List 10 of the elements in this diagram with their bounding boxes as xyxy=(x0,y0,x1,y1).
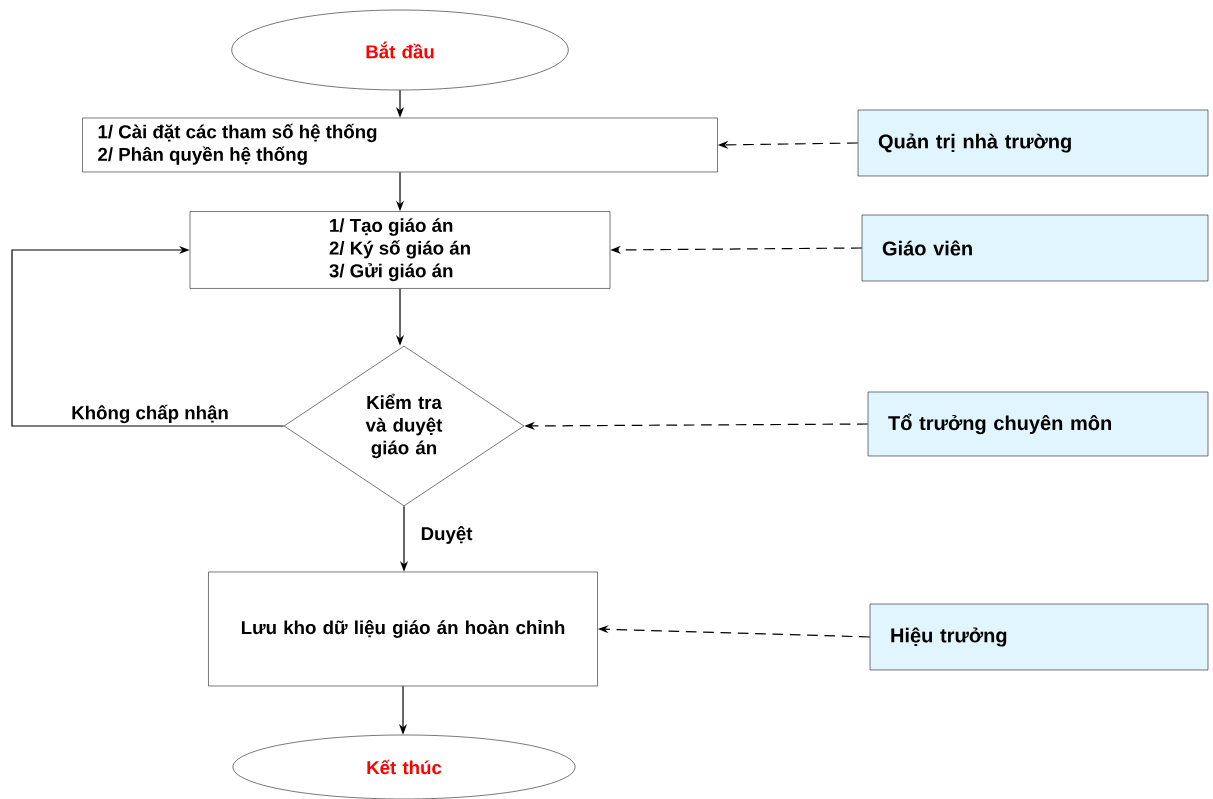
process-box: 1/ Tạo giáo án 2/ Ký số giáo án 3/ Gửi giáo án xyxy=(189,211,611,289)
edge-label: Không chấp nhận xyxy=(72,404,228,424)
role-box: Hiệu trưởng xyxy=(869,603,1209,671)
role-box: Quản trị nhà trường xyxy=(857,109,1209,177)
edge-label: Duyệt xyxy=(421,526,473,544)
role-box: Giáo viên xyxy=(861,214,1209,282)
process-box: Lưu kho dữ liệu giáo án hoàn chỉnh xyxy=(208,571,598,687)
role-box: Tổ trưởng chuyên môn xyxy=(867,391,1209,457)
process-box: 1/ Cài đặt các tham số hệ thống 2/ Phân quyền hệ thống xyxy=(82,117,718,173)
arrow xyxy=(11,245,285,427)
